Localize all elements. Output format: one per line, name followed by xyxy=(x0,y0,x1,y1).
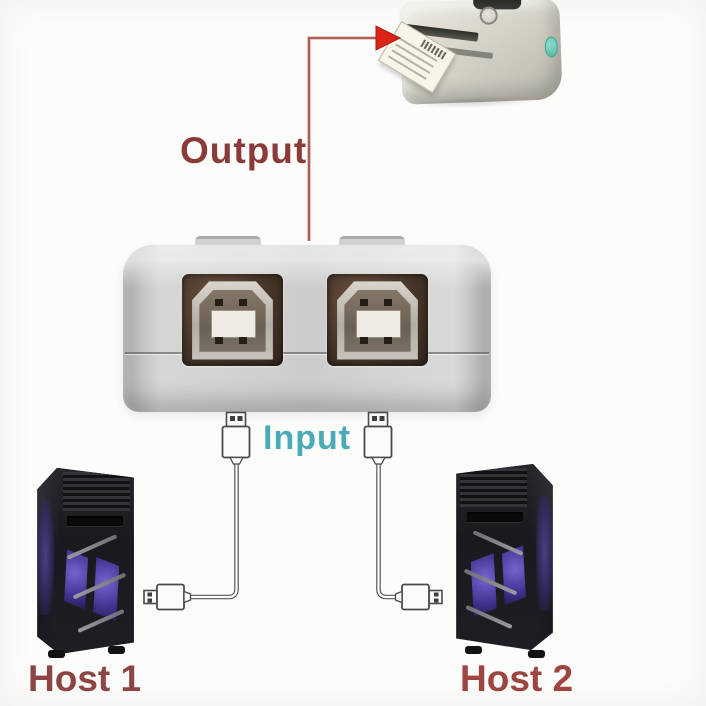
usb-pin xyxy=(238,336,247,344)
tower-vents xyxy=(460,468,527,507)
input-label: Input xyxy=(263,419,352,457)
tower-foot xyxy=(528,650,545,658)
usb-b-port-1 xyxy=(182,274,283,366)
host1-label: Host 1 xyxy=(28,658,142,699)
usb-pin xyxy=(214,299,223,307)
tower-foot xyxy=(465,646,482,654)
usb-a-plug-icon xyxy=(143,583,192,611)
usb-b-connector-shell xyxy=(337,281,418,360)
usb-a-plug-icon xyxy=(363,411,393,465)
usb-pin xyxy=(383,336,392,344)
usb-pin xyxy=(214,336,223,344)
usb-b-center-tongue xyxy=(210,310,257,339)
usb-pin xyxy=(383,299,392,307)
tower-foot xyxy=(48,650,65,658)
printer-roll-cover xyxy=(473,0,522,10)
usb-a-plug-icon xyxy=(221,411,251,465)
usb-a-plug-icon xyxy=(394,583,443,611)
host2-label: Host 2 xyxy=(460,658,574,699)
usb-pin xyxy=(238,299,247,307)
label-printer xyxy=(377,0,567,113)
host1-tower xyxy=(37,467,134,655)
output-label: Output xyxy=(180,130,308,171)
host2-tower xyxy=(452,460,556,654)
host1-usb-cable xyxy=(143,411,251,611)
usb-switch xyxy=(123,236,491,412)
usb-pin xyxy=(359,299,368,307)
host2-usb-cable xyxy=(363,411,443,611)
tower-side-window-glow xyxy=(37,498,54,616)
switch-seam-line xyxy=(125,352,489,354)
tower-foot xyxy=(108,646,125,654)
tower-purple-mesh xyxy=(93,557,120,622)
usb-b-connector-shell xyxy=(192,281,273,360)
tower-drive-bay xyxy=(467,512,523,522)
usb-pin xyxy=(359,336,368,344)
switch-body xyxy=(123,245,491,412)
tower-side-window-glow xyxy=(536,495,553,611)
tower-drive-bay xyxy=(67,516,124,527)
usb-b-center-tongue xyxy=(355,310,402,339)
usb-b-port-2 xyxy=(327,274,428,366)
tower-vents xyxy=(63,471,130,511)
